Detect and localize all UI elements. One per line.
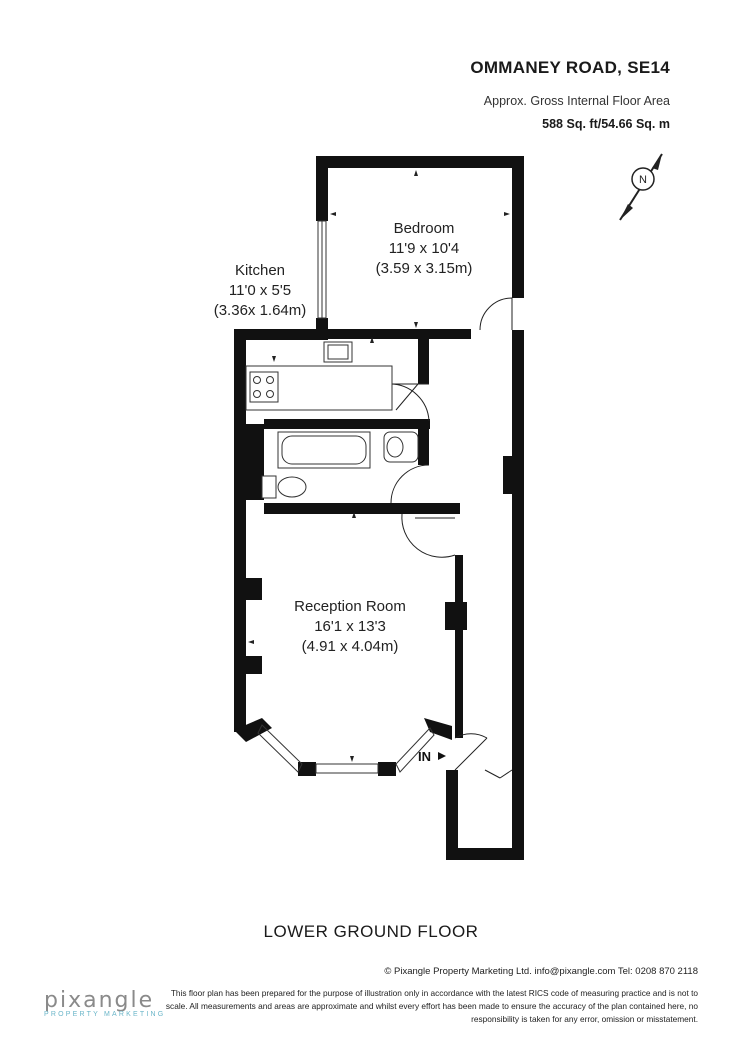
logo-tagline: PROPERTY MARKETING (44, 1011, 166, 1018)
room-dimensions-metric: (4.91 x 4.04m) (302, 638, 399, 655)
room-reception: Reception Room 16'1 x 13'3 (4.91 x 4.04m… (294, 598, 406, 655)
room-dimensions-metric: (3.59 x 3.15m) (376, 260, 473, 277)
company-logo: pixangle PROPERTY MARKETING (44, 988, 165, 1018)
property-title: OMMANEY ROAD, SE14 (470, 58, 670, 77)
room-name: Bedroom (394, 220, 455, 237)
room-bedroom: Bedroom 11'9 x 10'4 (3.59 x 3.15m) (376, 220, 473, 277)
room-name: Kitchen (235, 262, 285, 279)
floor-area-label: Approx. Gross Internal Floor Area (483, 94, 670, 108)
copyright-credit: © Pixangle Property Marketing Ltd. info@… (384, 966, 698, 977)
bay-window (257, 724, 435, 774)
room-dimensions-imperial: 11'9 x 10'4 (389, 240, 460, 257)
floor-area-value: 588 Sq. ft/54.66 Sq. m (542, 117, 670, 131)
entrance-label: IN (418, 749, 431, 764)
kitchen-fittings (245, 341, 393, 411)
room-dimensions-imperial: 16'1 x 13'3 (314, 618, 386, 635)
bedroom-window (317, 220, 327, 319)
logo-name: pixangle (44, 988, 155, 1013)
floor-name: LOWER GROUND FLOOR (263, 922, 479, 941)
disclaimer-text: This floor plan has been prepared for th… (165, 988, 698, 1024)
bathroom-fittings (261, 431, 419, 499)
room-dimensions-metric: (3.36x 1.64m) (214, 302, 307, 319)
compass-north-label: N (639, 174, 647, 186)
compass-icon: N (619, 153, 663, 221)
entrance-arrow-icon (438, 752, 446, 760)
room-kitchen: Kitchen 11'0 x 5'5 (3.36x 1.64m) (214, 262, 307, 319)
walls (234, 156, 524, 860)
radiator-markers (248, 170, 510, 762)
doors (389, 297, 513, 779)
room-dimensions-imperial: 11'0 x 5'5 (229, 282, 291, 299)
room-name: Reception Room (294, 598, 406, 615)
